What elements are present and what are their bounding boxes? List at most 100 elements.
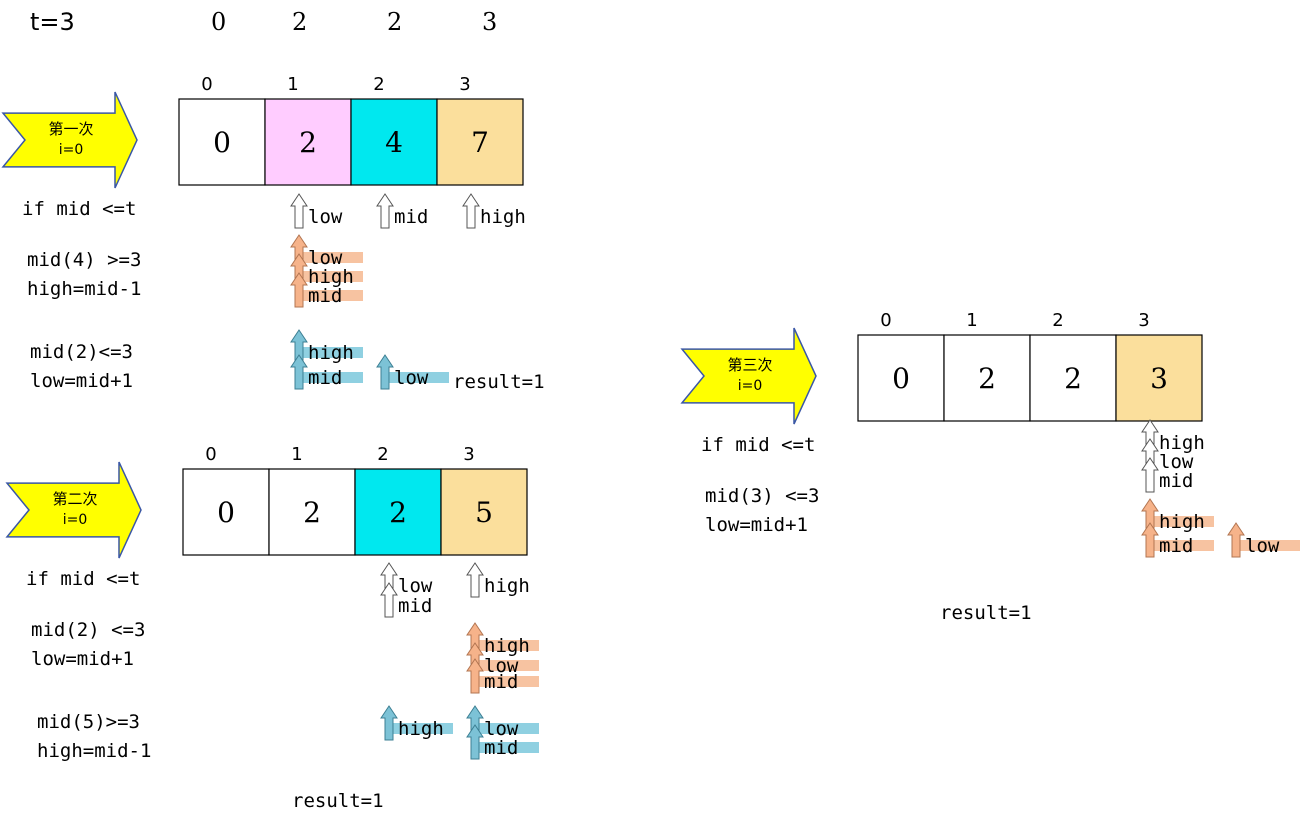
array-index-label: 2 [1052, 310, 1063, 331]
pointer-arrow-icon [1141, 457, 1159, 493]
pointer-highlight [1152, 516, 1214, 527]
array-cell [440, 468, 528, 556]
condition-text: if mid <=t [22, 198, 136, 220]
array-cell-value: 2 [389, 496, 407, 529]
pointer-highlight [477, 660, 539, 671]
result-text: result=1 [292, 790, 384, 812]
array-cell-value: 2 [303, 496, 321, 529]
step-comparison: mid(5)>=3 [37, 711, 140, 733]
array-cell [943, 334, 1031, 422]
pointer-highlight [1238, 540, 1300, 551]
pointer-highlight [1152, 540, 1214, 551]
pointer-arrow-icon [462, 193, 480, 229]
step-assignment: high=mid-1 [27, 278, 141, 300]
pointer-highlight [301, 252, 363, 263]
array-cell-value: 0 [892, 362, 910, 395]
pointer-label-high: high [484, 635, 530, 657]
condition-text: if mid <=t [26, 568, 140, 590]
iteration-panel-3 [680, 327, 1300, 558]
array-index-label: 0 [880, 310, 891, 331]
iteration-title: 第一次 [48, 120, 93, 138]
pointer-arrow-icon [376, 354, 394, 390]
pointer-arrow-icon [466, 562, 484, 598]
pointer-arrow-icon [290, 354, 308, 390]
array-index-label: 3 [459, 74, 470, 95]
array-cell-value: 2 [1064, 362, 1082, 395]
iteration-index: i=0 [59, 142, 84, 158]
array-index-label: 2 [373, 74, 384, 95]
pointer-arrow-icon [466, 658, 484, 694]
pointer-label-mid: mid [1159, 535, 1193, 557]
pointer-label-low: low [308, 206, 343, 228]
result-text: result=1 [940, 602, 1032, 624]
pointer-label-low: low [484, 718, 519, 740]
pointer-arrow-icon [380, 582, 398, 618]
pointer-label-low: low [308, 247, 343, 269]
array-index-label: 0 [205, 444, 216, 465]
step-assignment: high=mid-1 [37, 740, 151, 762]
input-value-3: 3 [482, 8, 498, 36]
pointer-label-low: low [398, 575, 433, 597]
array-cell-value: 2 [299, 126, 317, 159]
iteration-banner-arrow [1, 91, 138, 189]
array-cell [857, 334, 945, 422]
array-index-label: 1 [287, 74, 298, 95]
pointer-label-low: low [394, 367, 429, 389]
array-cell [268, 468, 356, 556]
target-label: t=3 [30, 8, 75, 36]
array-index-label: 1 [966, 310, 977, 331]
step-comparison: mid(3) <=3 [705, 485, 819, 507]
pointer-label-low: low [1245, 535, 1280, 557]
pointer-highlight [477, 742, 539, 753]
pointer-highlight [301, 290, 363, 301]
iteration-index: i=0 [63, 512, 88, 528]
iteration-index: i=0 [738, 378, 763, 394]
array-cell-value: 0 [213, 126, 231, 159]
pointer-label-high: high [1159, 432, 1205, 454]
iteration-banner-arrow [5, 461, 142, 559]
iteration-panel-1 [1, 91, 524, 390]
pointer-label-mid: mid [484, 737, 518, 759]
step-assignment: low=mid+1 [30, 370, 133, 392]
pointer-highlight [301, 271, 363, 282]
condition-text: if mid <=t [701, 434, 815, 456]
array-index-label: 2 [377, 444, 388, 465]
pointer-label-mid: mid [398, 595, 432, 617]
pointer-highlight [391, 723, 453, 734]
pointer-arrow-icon [1141, 522, 1159, 558]
pointer-highlight [477, 723, 539, 734]
pointer-highlight [477, 640, 539, 651]
pointer-label-low: low [1159, 451, 1194, 473]
pointer-label-high: high [398, 718, 444, 740]
step-comparison: mid(2) <=3 [31, 619, 145, 641]
array-index-label: 3 [463, 444, 474, 465]
iteration-title: 第二次 [52, 490, 97, 508]
array-cell-value: 5 [475, 496, 493, 529]
pointer-highlight [387, 372, 449, 383]
array-cell-value: 0 [217, 496, 235, 529]
array-cell-value: 7 [471, 126, 489, 159]
pointer-arrow-icon [466, 724, 484, 760]
input-value-0: 0 [211, 8, 227, 36]
pointer-label-high: high [308, 266, 354, 288]
pointer-label-high: high [484, 575, 530, 597]
array-index-label: 3 [1138, 310, 1149, 331]
array-cell [436, 98, 524, 186]
pointer-highlight [301, 347, 363, 358]
array-index-label: 0 [201, 74, 212, 95]
input-value-2: 2 [387, 8, 403, 36]
pointer-label-high: high [308, 342, 354, 364]
pointer-arrow-icon [1227, 522, 1245, 558]
step-assignment: low=mid+1 [31, 648, 134, 670]
iteration-title: 第三次 [727, 356, 772, 374]
pointer-arrow-icon [376, 193, 394, 229]
array-cell-value: 4 [385, 126, 403, 159]
pointer-label-high: high [480, 206, 526, 228]
pointer-label-mid: mid [1159, 470, 1193, 492]
pointer-label-mid: mid [308, 285, 342, 307]
array-cell-value: 2 [978, 362, 996, 395]
result-text: result=1 [453, 371, 545, 393]
pointer-highlight [301, 372, 363, 383]
